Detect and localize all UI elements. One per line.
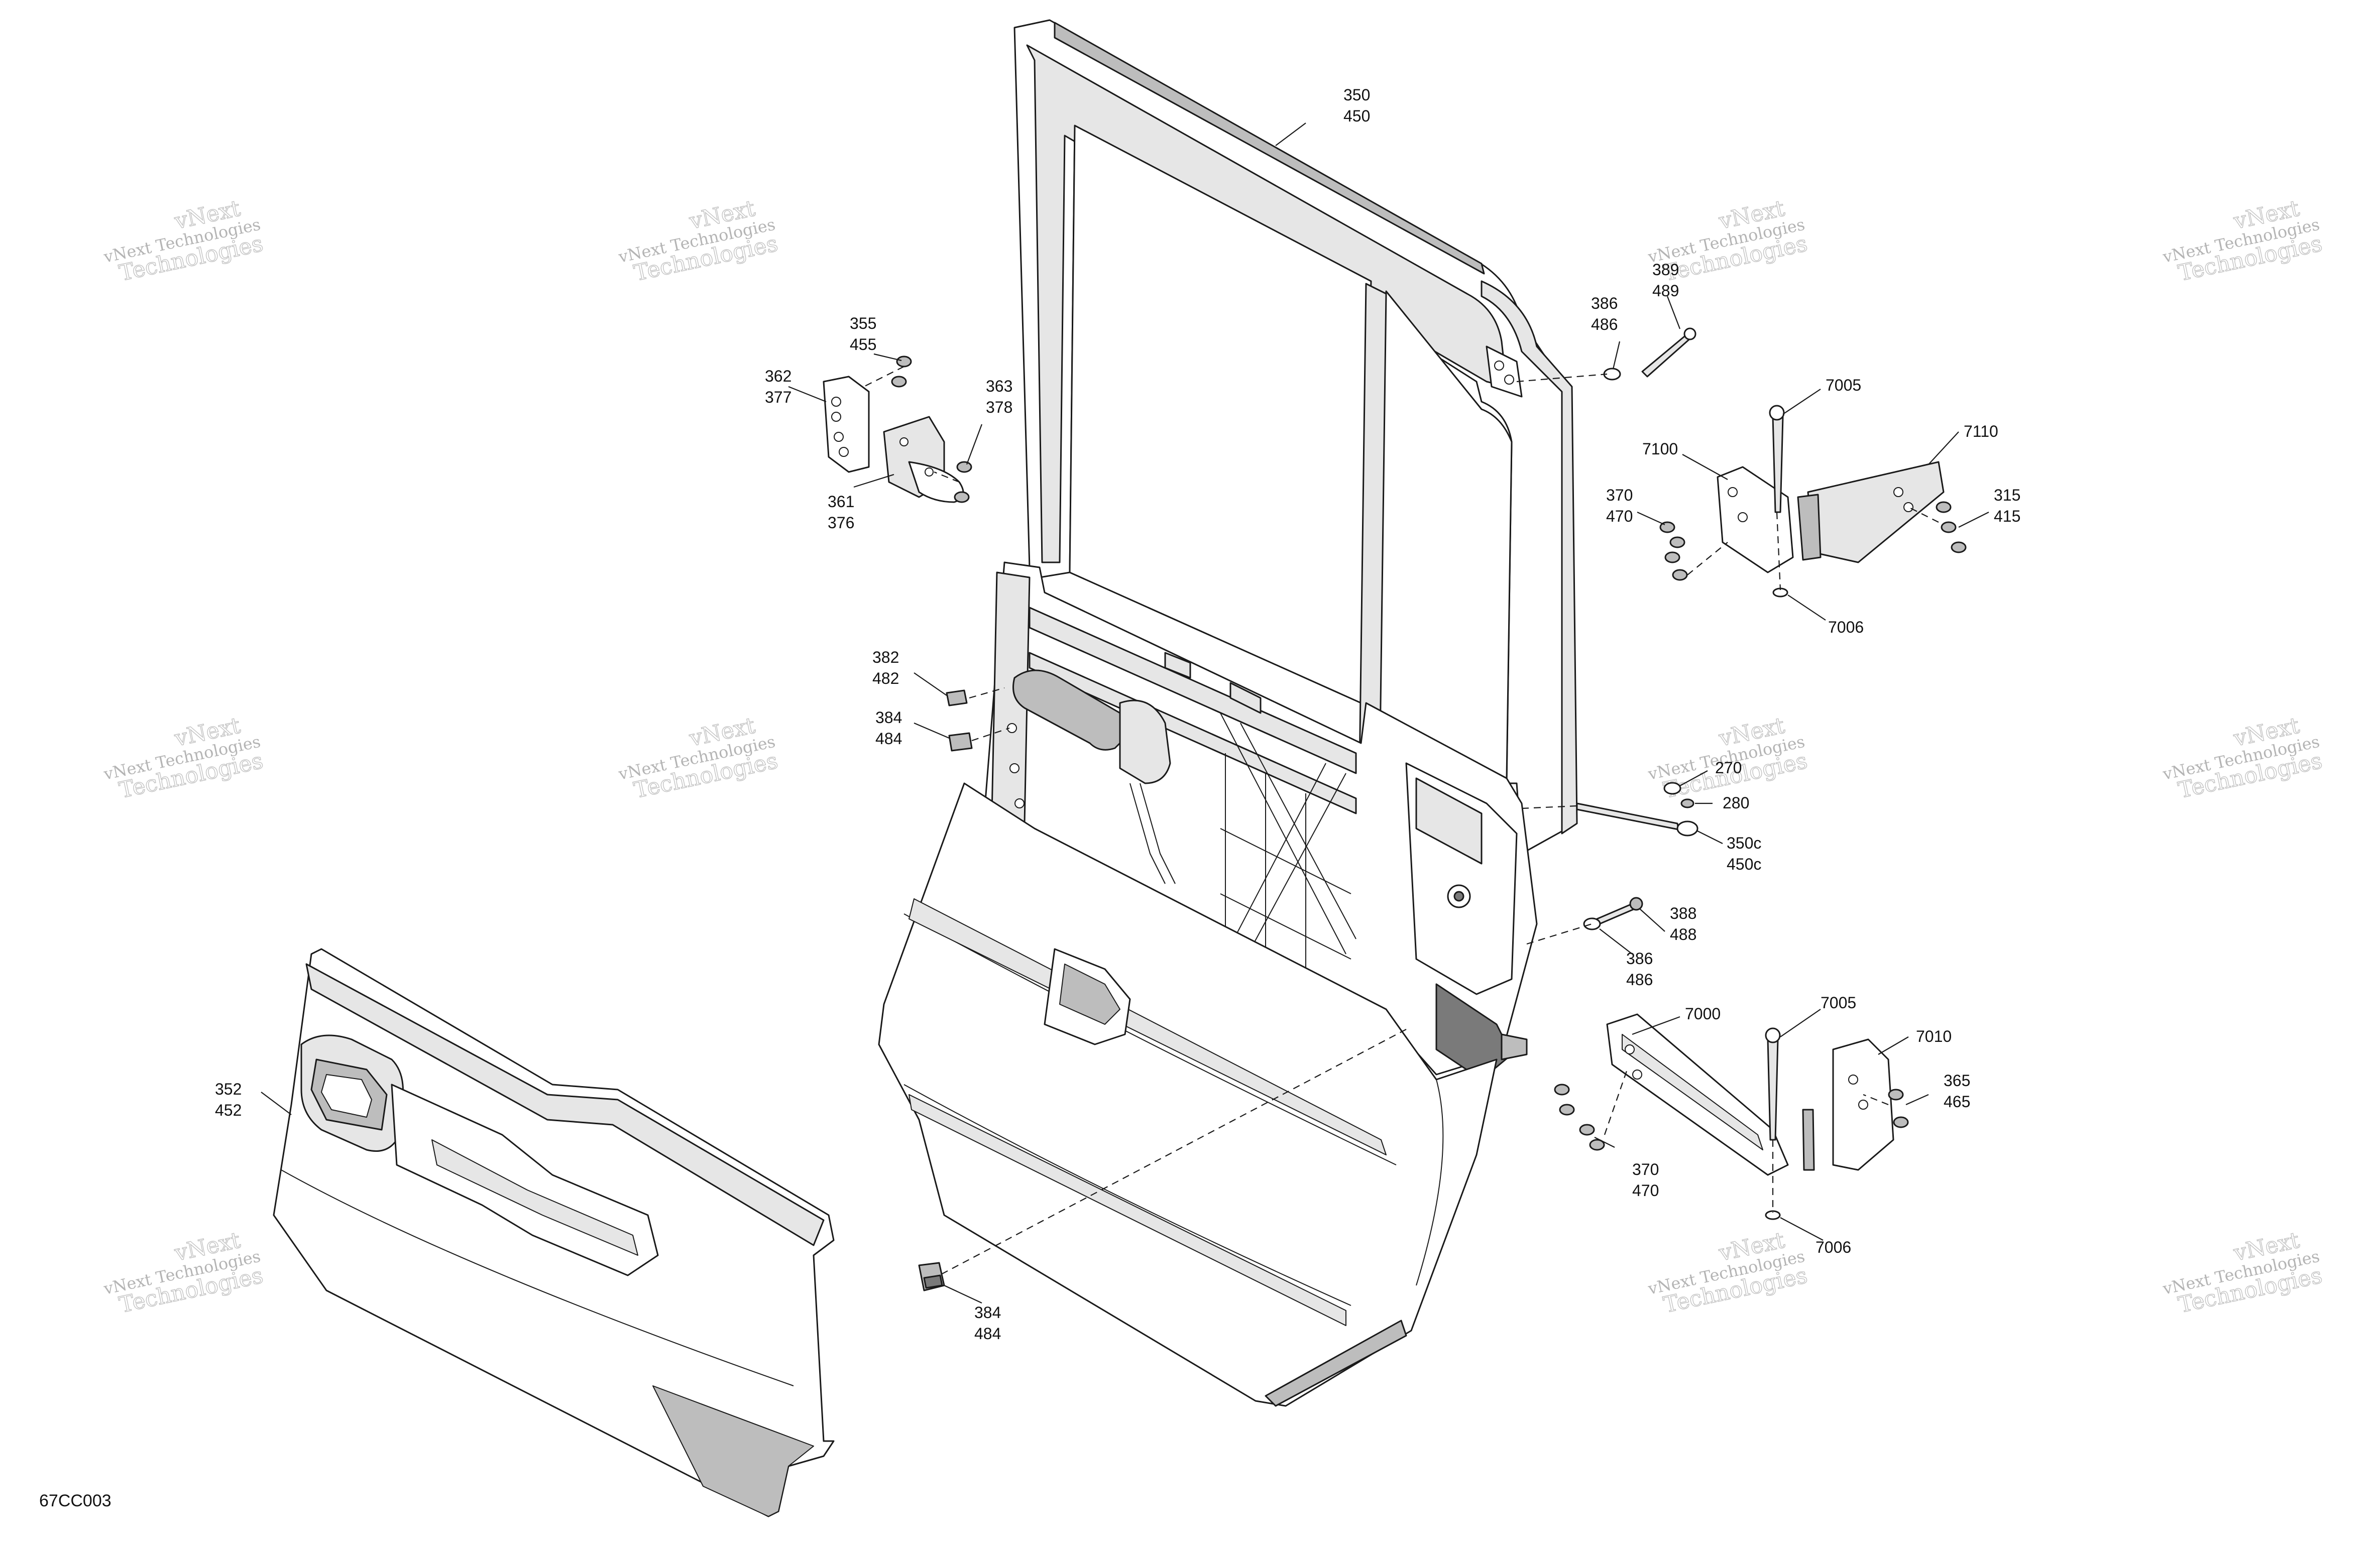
callout-7010: 7010 [1916, 1027, 1952, 1045]
callout-7000: 7000 [1685, 1005, 1721, 1023]
callout-7110: 7110 [1964, 422, 1998, 440]
callout-7100: 7100 [1642, 440, 1678, 458]
door-outer-skin [878, 782, 1498, 1407]
callout-7005-top: 7005 [1826, 376, 1861, 394]
striker-assembly [823, 355, 972, 503]
loose-fasteners [918, 327, 1698, 1291]
door-inner-mechanism [983, 561, 1538, 1081]
lower-hinge [1554, 1013, 1909, 1220]
callout-7006-bot: 7006 [1816, 1238, 1851, 1256]
door-window-frame [1013, 19, 1578, 855]
upper-hinge [1659, 405, 1967, 598]
callout-7006-top: 7006 [1828, 618, 1864, 636]
assembly-lines [863, 366, 1939, 1276]
callout-280: 280 [1723, 794, 1749, 812]
callout-7005-bot: 7005 [1821, 994, 1856, 1012]
leader-lines [261, 123, 1989, 1303]
callout-270: 270 [1715, 759, 1742, 777]
document-code: 67CC003 [39, 1491, 111, 1510]
inner-trim-panel [273, 948, 835, 1517]
